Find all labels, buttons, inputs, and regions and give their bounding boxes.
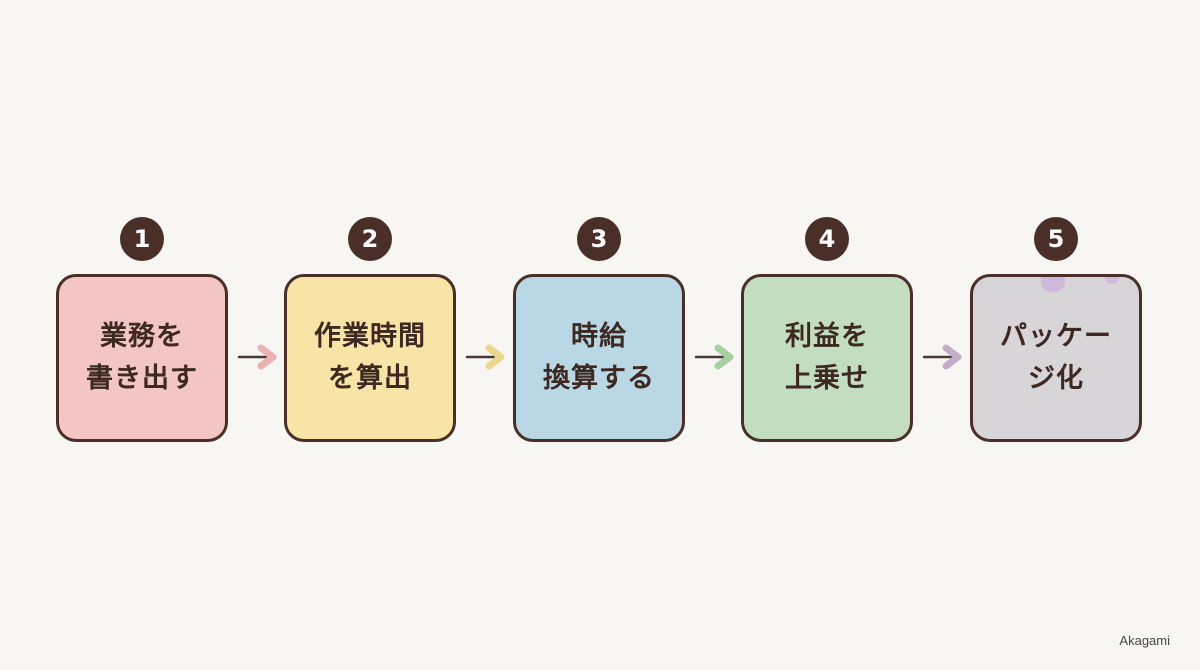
- step-5-label-line-2: ジ化: [1028, 363, 1084, 394]
- step-2-label-line-1: 作業時間: [314, 321, 426, 352]
- step-4-label-line-2: 上乗せ: [785, 363, 869, 394]
- step-2-label-line-2: を算出: [328, 363, 412, 394]
- arrow-2-head: [485, 344, 505, 370]
- step-5-box: パッケー ジ化: [970, 274, 1142, 442]
- step-1-box: 業務を 書き出す: [56, 274, 228, 442]
- step-2-box: 作業時間 を算出: [284, 274, 456, 442]
- arrow-icon-4-to-5: [922, 344, 962, 370]
- arrow-icon-2-to-3: [465, 344, 505, 370]
- step-3-label-line-2: 換算する: [543, 363, 655, 394]
- step-5-paint-drip: [1041, 277, 1065, 292]
- arrow-4-head: [942, 344, 962, 370]
- step-3-number-badge: 3: [577, 217, 621, 261]
- arrow-3-head: [714, 344, 734, 370]
- arrow-icon-1-to-2: [237, 344, 277, 370]
- step-5-paint-drip-small: [1105, 277, 1119, 284]
- arrow-icon-3-to-4: [694, 344, 734, 370]
- step-1-label-line-2: 書き出す: [86, 363, 198, 394]
- step-5-number-badge: 5: [1034, 217, 1078, 261]
- step-3-box: 時給 換算する: [513, 274, 685, 442]
- step-1-label-line-1: 業務を: [100, 321, 184, 352]
- author-watermark: Akagami: [1119, 633, 1170, 648]
- step-4-box: 利益を 上乗せ: [741, 274, 913, 442]
- arrow-1-head: [257, 344, 277, 370]
- step-2-number-badge: 2: [348, 217, 392, 261]
- step-4-number-badge: 4: [805, 217, 849, 261]
- step-1-number-badge: 1: [120, 217, 164, 261]
- step-3-label-line-1: 時給: [571, 321, 627, 352]
- step-5-label-line-1: パッケー: [1000, 321, 1112, 352]
- step-4-label-line-1: 利益を: [785, 321, 869, 352]
